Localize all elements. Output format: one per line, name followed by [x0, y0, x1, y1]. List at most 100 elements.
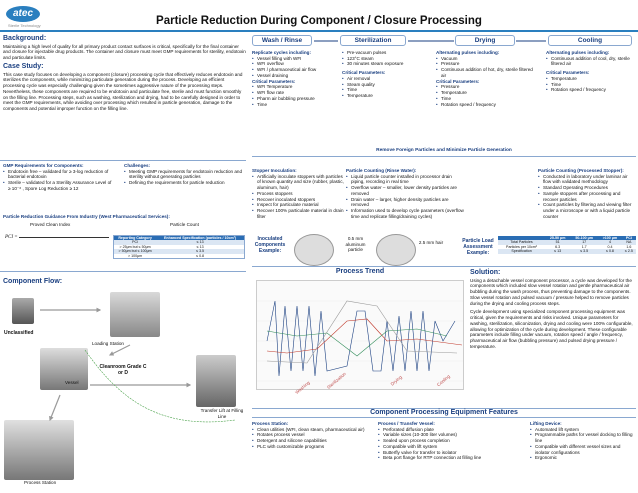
sterilization-header: Sterilization — [340, 35, 406, 46]
wash-sub2: Critical Parameters: — [252, 78, 296, 84]
table-cell: Specification — [511, 249, 532, 254]
guidance-heading: Particle Reduction Guidance From Industr… — [3, 214, 170, 219]
list-item: Rotation speed / frequency — [546, 87, 636, 93]
case-study-heading: Case Study: — [3, 62, 44, 70]
list-item: WFI overflow — [252, 61, 337, 67]
cooling-sub2: Critical Parameters: — [546, 70, 590, 76]
solution-heading: Solution: — [470, 269, 501, 276]
list-item: Pressure — [436, 84, 536, 90]
sterilization-details: Pre-vacuum pulses 123°C steam 30 minutes… — [342, 50, 432, 99]
stopper-section: Stopper Inoculation: Artificially inocul… — [252, 168, 344, 220]
gmp-section: GMP Requirements for Components: Endotox… — [3, 163, 115, 192]
particle-count-label: Particle Count — [170, 222, 199, 227]
page-title: Particle Reduction During Component / Cl… — [156, 15, 482, 27]
assessment-label: Particle Load Assessment Example: — [462, 238, 494, 256]
list-item: Programmable paths for vessel docking to… — [530, 432, 636, 443]
challenges-section: Challenges: Meeting GMP requirements for… — [124, 163, 246, 186]
list-item: Liquid particle counter installed in pro… — [346, 174, 466, 185]
divider — [252, 266, 636, 267]
list-item: Time — [436, 96, 536, 102]
list-item: Defining the requirements for particle r… — [124, 180, 246, 186]
feature-heading: Process Station: — [252, 421, 289, 426]
table-cell: > 25μm but ≤ 50μm — [119, 244, 151, 249]
atec-logo: atec Sterile Technology — [6, 6, 50, 28]
list-item: Continuous addition of cool, dry, steril… — [546, 56, 636, 67]
table-cell: ≤ 0.8 — [605, 249, 614, 254]
table-cell: ≤ 13 — [196, 244, 204, 249]
pci-label: Proved Clean Index — [30, 222, 71, 227]
case-study-text: This case study focuses on developing a … — [3, 71, 243, 112]
list-item: Pressure — [436, 61, 536, 67]
feature-lifting-device: Lifting Device: Automated lift system Pr… — [530, 421, 636, 461]
challenges-heading: Challenges: — [124, 163, 151, 168]
list-item: Time — [342, 87, 432, 93]
rinse-section: Particle Counting (Rinse Water): Liquid … — [346, 168, 466, 220]
assessment-table: 25-50 μm 50-100 μm >100 μm PCI Total Par… — [498, 236, 636, 254]
list-item: Overflow water – smaller, lower density … — [346, 185, 466, 196]
table-header: Enhanced Specification (particles / 10cm… — [164, 236, 237, 240]
table-cell: Particles per 10cm² — [506, 244, 538, 249]
cooling-header: Cooling — [548, 35, 632, 46]
divider — [252, 156, 636, 157]
background-text: Maintaining a high level of quality for … — [3, 43, 246, 61]
feature-transfer-vessel: Process / Transfer Vessel: Perforated di… — [378, 421, 508, 461]
table-cell: ≤ 3.5 — [196, 249, 205, 254]
pci-formula: PCI = — [5, 234, 109, 241]
divider — [0, 160, 246, 161]
list-item: Vacuum — [436, 56, 536, 62]
background-heading: Background: — [3, 35, 47, 42]
table-header: >100 μm — [602, 236, 618, 240]
wash-sub1: Replicate cycles including: — [252, 50, 311, 55]
table-cell: 1.7 — [581, 244, 587, 249]
flow-heading-text: Component Flow: — [3, 278, 63, 285]
feature-heading: Lifting Device: — [530, 421, 562, 426]
rinse-heading: Particle Counting (Rinse Water): — [346, 168, 417, 173]
hair-caption: 2.5 mm hair — [418, 240, 444, 245]
list-item: Endotoxin free – validated for ≥ 3-log r… — [3, 169, 115, 180]
list-item: Rotation speed / frequency — [436, 102, 536, 108]
list-item: Inspect for particulate material — [252, 202, 344, 208]
list-item: PLC with customizable programs — [252, 444, 372, 450]
process-station-image — [4, 420, 74, 480]
divider — [0, 271, 246, 272]
list-item: Sample stoppers after processing and rec… — [538, 191, 636, 202]
cooling-sub1: Alternating pulses including: — [546, 50, 610, 55]
solution-p1: Using a detachable vessel component proc… — [470, 277, 632, 306]
list-item: Temperature — [436, 90, 536, 96]
list-item: Count particles by filtering and viewing… — [538, 202, 636, 219]
features-heading: Component Processing Equipment Features — [370, 409, 518, 416]
list-item: Variable sizes (10-300 liter volumes) — [378, 432, 508, 438]
stopper-heading: Stopper Inoculation: — [252, 168, 297, 173]
table-cell: 51 — [555, 240, 560, 245]
solution-section: Solution: Using a detachable vessel comp… — [470, 269, 636, 350]
transfer-lift-image — [196, 355, 236, 407]
table-cell: ≤ 13 — [196, 240, 204, 245]
list-item: Pre-vacuum pulses — [342, 50, 432, 56]
processed-heading: Particle Counting (Processed Stopper): — [538, 168, 624, 173]
table-cell: 1.6 — [626, 244, 632, 249]
wash-details: Replicate cycles including: Vessel filli… — [252, 50, 337, 107]
list-item: 123°C steam — [342, 56, 432, 62]
guidance-section: Particle Reduction Guidance From Industr… — [3, 214, 247, 220]
component-flow-heading: Component Flow: — [3, 278, 62, 287]
list-item: WFI Temperature — [252, 84, 337, 90]
loading-station-label: Loading Station — [92, 341, 124, 346]
spec-table: Reporting Category Enhanced Specificatio… — [113, 235, 245, 260]
list-item: WFI flow rate — [252, 90, 337, 96]
process-trend-heading: Process Trend — [335, 268, 385, 275]
unclassified-image — [12, 298, 34, 324]
feature-process-station: Process Station: Clean utilities (WFI, c… — [252, 421, 372, 450]
vessel-image — [40, 348, 88, 390]
table-cell: NA — [626, 240, 632, 245]
list-item: Compatible with lift system — [378, 444, 508, 450]
list-item: Vessel draining — [252, 73, 337, 79]
process-station-label: Process Station — [24, 480, 57, 485]
list-item: Rotates process vessel — [252, 432, 372, 438]
drying-sub1: Alternating pulses including: — [436, 50, 500, 55]
table-cell: 17 — [582, 240, 587, 245]
list-item: Vessel filling with WFI — [252, 56, 337, 62]
transfer-lift-label: Transfer Lift at Filling Line — [200, 408, 244, 419]
list-item: Automated lift system — [530, 427, 636, 433]
processed-section: Particle Counting (Processed Stopper): C… — [538, 168, 636, 220]
logo-tagline: Sterile Technology — [8, 23, 41, 28]
